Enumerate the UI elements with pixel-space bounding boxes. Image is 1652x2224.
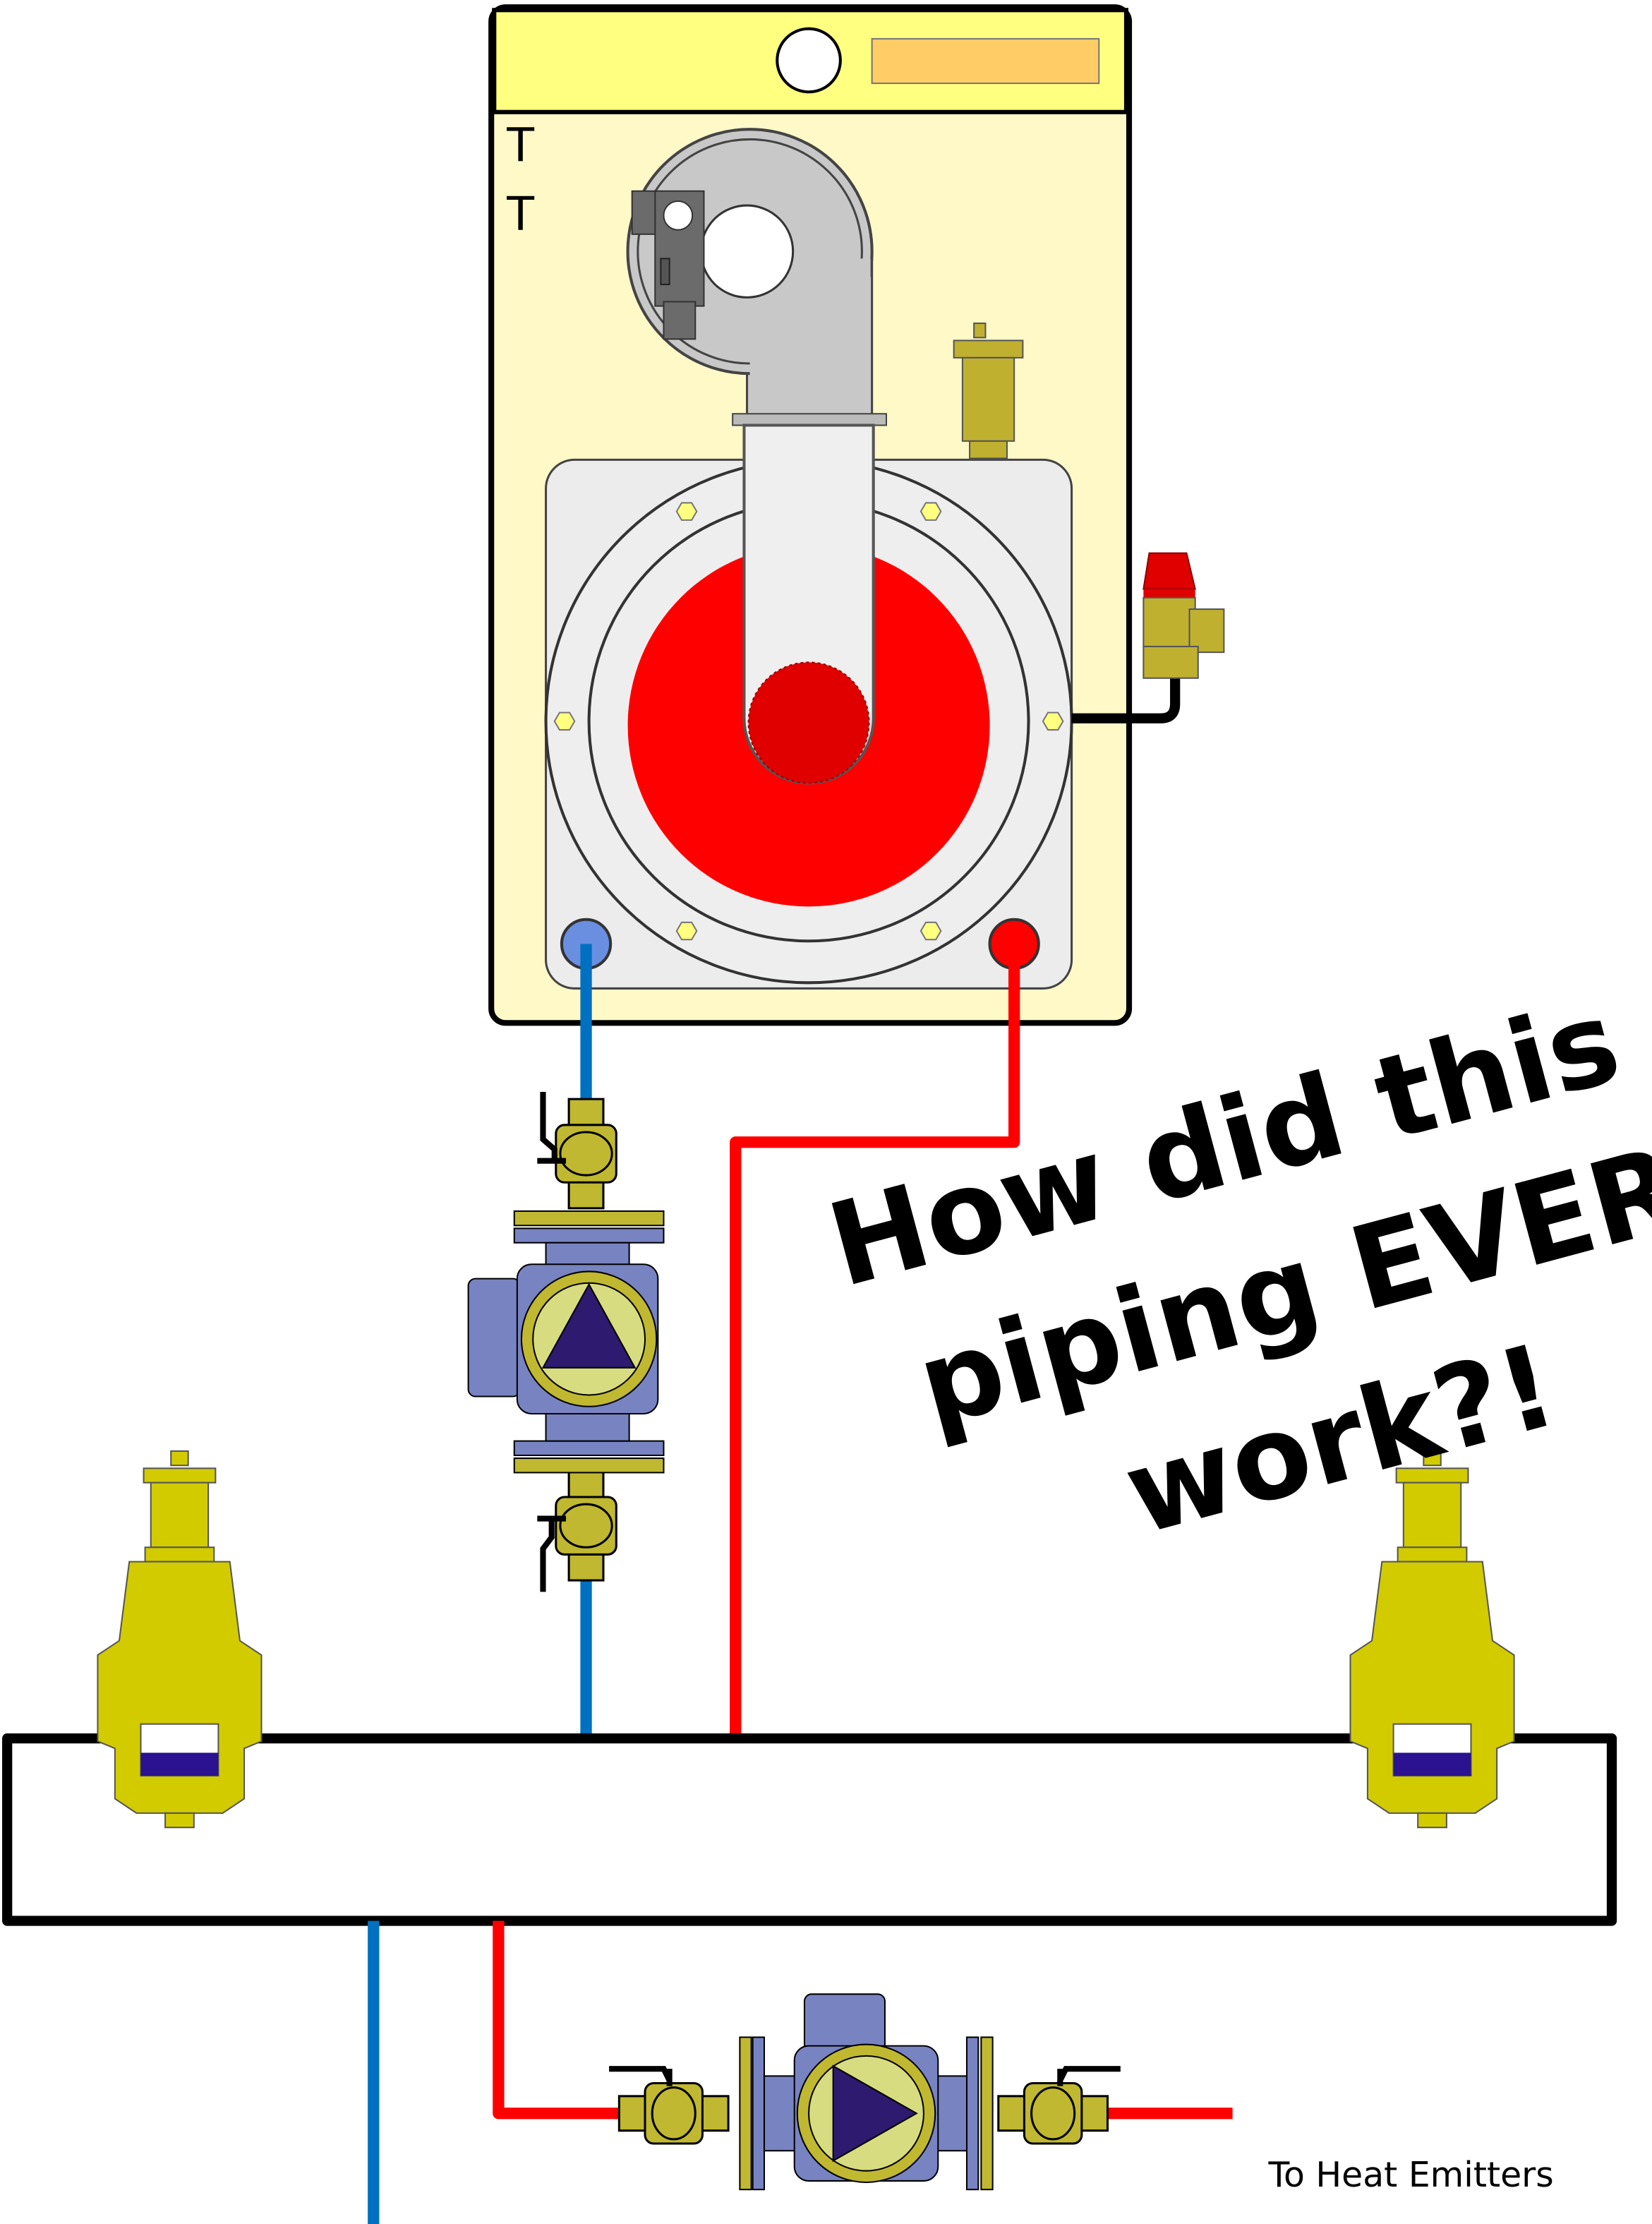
caption: How did this piping EVER work?! <box>816 975 1652 1561</box>
secondary-pump-assembly <box>609 1993 1121 2191</box>
pressure-relief-valve <box>1071 552 1225 723</box>
flow-direction-arrow-icon <box>832 2064 918 2163</box>
pump-motor-box <box>803 1993 886 2052</box>
boiler-air-vent <box>953 322 1024 459</box>
primary-pump-assembly <box>467 1092 665 1592</box>
burner-head <box>747 661 870 784</box>
flow-direction-arrow-icon <box>541 1282 637 1369</box>
boiler: T T <box>488 4 1133 1026</box>
boiler-display <box>871 37 1100 85</box>
boiler-dial <box>776 27 842 94</box>
low-loss-header <box>2 1733 1617 1926</box>
thermostat-label-2: T <box>506 186 536 241</box>
separator-right <box>1349 1450 1515 1829</box>
emitter-return-pipe <box>368 1921 380 2224</box>
pump-motor-box <box>467 1278 521 1397</box>
emitter-flow-pipe-in <box>493 1921 632 2120</box>
thermostat-label-1: T <box>506 116 536 172</box>
flow-pipe <box>730 944 1020 1738</box>
outlet-label: To Heat Emitters <box>1267 2155 1553 2195</box>
isolation-valve-bottom <box>555 1469 617 1582</box>
pipework <box>2 944 1617 2224</box>
isolation-valve-top <box>555 1098 617 1210</box>
separator-left <box>97 1450 263 1829</box>
